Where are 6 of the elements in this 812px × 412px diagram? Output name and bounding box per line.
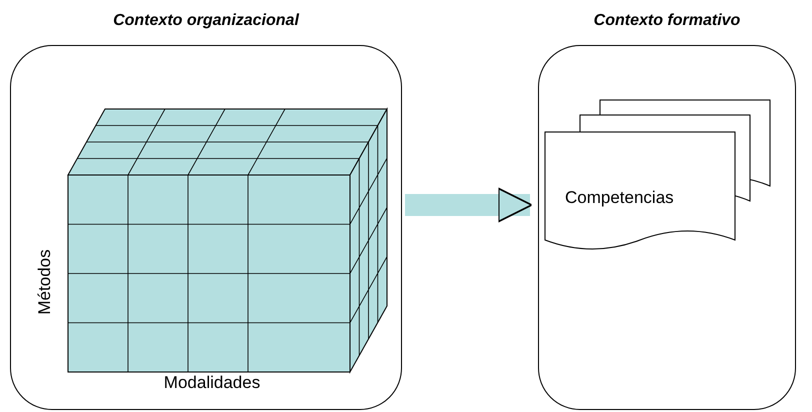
- axis-label: Modalidades: [164, 373, 260, 393]
- axis-label: Métodos: [35, 249, 55, 315]
- context-heading: Contexto formativo: [592, 12, 742, 30]
- document-label: Competencias: [565, 188, 674, 208]
- block-arrow: [405, 188, 532, 222]
- context-heading: Contexto organizacional: [112, 12, 300, 30]
